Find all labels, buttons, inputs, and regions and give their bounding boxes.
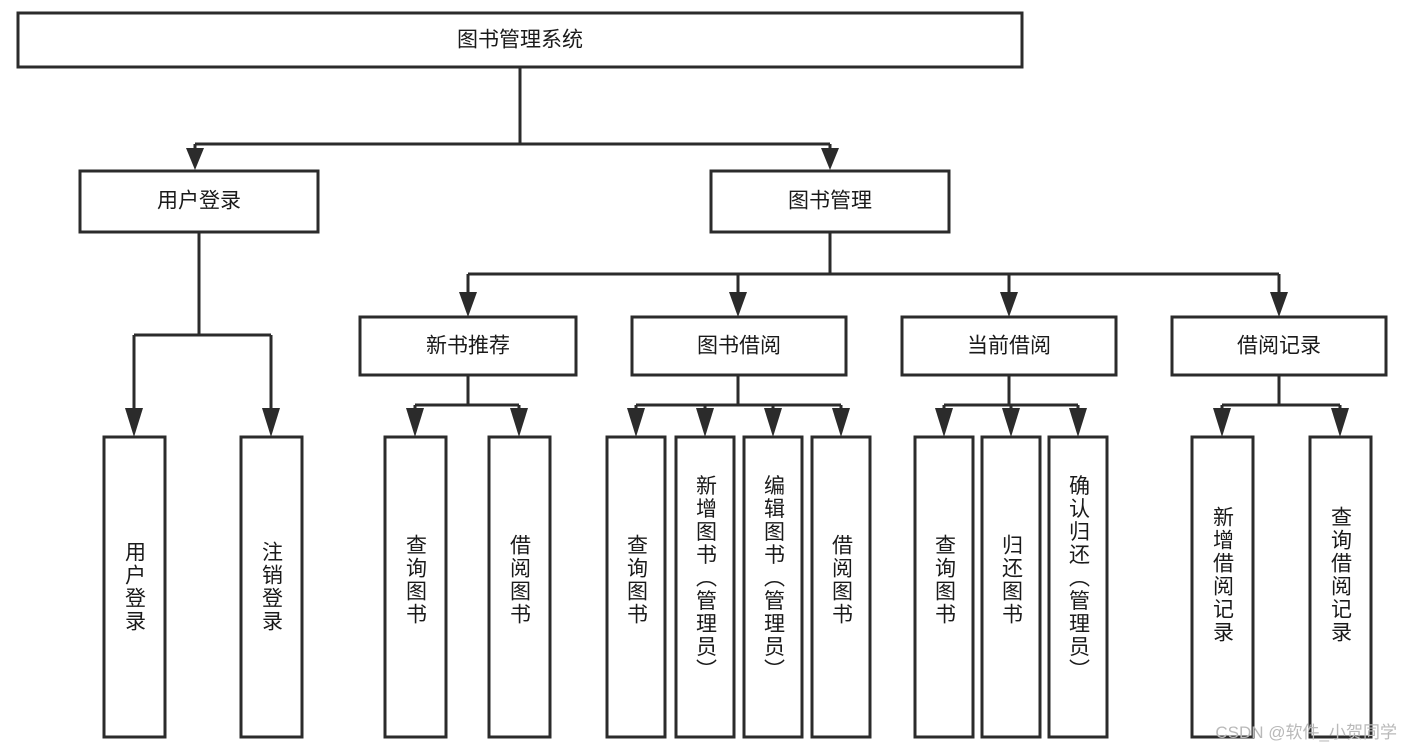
leaf-book-borrow-3-label: 编辑图书（管理员） (762, 475, 786, 682)
arrow-leaf-borrow-1 (627, 408, 645, 437)
node-book-management-box[interactable] (709, 169, 951, 234)
arrow-to-user-login (186, 148, 204, 170)
node-root-box[interactable] (16, 11, 1024, 69)
arrow-leaf-borrow-3 (764, 408, 782, 437)
leaf-book-borrow-2-label: 新增图书（管理员） (694, 475, 718, 682)
leaf-user-login-1-label: 用户登录 (123, 541, 147, 633)
leaf-new-book-1-label: 查询图书 (404, 534, 428, 626)
leaf-borrow-record-2-label: 查询借阅记录 (1329, 506, 1353, 644)
leaf-current-borrow-2[interactable]: 归还图书 (980, 435, 1042, 739)
node-book-borrow-label: 图书借阅 (697, 335, 781, 358)
leaf-user-login-2-box[interactable] (239, 435, 304, 739)
node-borrow-record-box[interactable] (1170, 315, 1388, 377)
leaf-current-borrow-1[interactable]: 查询图书 (913, 435, 975, 739)
leaf-book-borrow-4[interactable]: 借阅图书 (810, 435, 872, 739)
leaf-book-borrow-2-box[interactable] (674, 435, 736, 739)
leaf-current-borrow-3-label: 确认归还（管理员） (1067, 475, 1091, 682)
arrow-leaf-record-1 (1213, 408, 1231, 437)
leaf-current-borrow-2-label: 归还图书 (1000, 534, 1024, 626)
arrow-leaf-new-book-2 (510, 408, 528, 437)
node-root[interactable]: 图书管理系统 (16, 11, 1024, 69)
arrow-leaf-current-2 (1002, 408, 1020, 437)
arrow-level3-4 (1270, 292, 1288, 317)
arrow-leaf-borrow-4 (832, 408, 850, 437)
node-borrow-record[interactable]: 借阅记录 (1170, 315, 1388, 377)
leaf-user-login-1[interactable]: 用户登录 (102, 435, 167, 739)
leaf-user-login-2[interactable]: 注销登录 (239, 435, 304, 739)
arrow-leaf-user-login-1 (125, 408, 143, 437)
leaf-current-borrow-3-box[interactable] (1047, 435, 1109, 739)
leaf-borrow-record-1-label: 新增借阅记录 (1211, 506, 1235, 644)
leaf-borrow-record-2[interactable]: 查询借阅记录 (1308, 435, 1373, 739)
leaf-book-borrow-4-box[interactable] (810, 435, 872, 739)
leaf-user-login-2-label: 注销登录 (260, 541, 284, 633)
connector-layer (125, 67, 1349, 437)
node-root-label: 图书管理系统 (457, 29, 583, 52)
leaf-book-borrow-1[interactable]: 查询图书 (605, 435, 667, 739)
leaf-new-book-2[interactable]: 借阅图书 (487, 435, 552, 739)
arrow-leaf-record-2 (1331, 408, 1349, 437)
leaf-book-borrow-3-box[interactable] (742, 435, 804, 739)
arrow-leaf-current-3 (1069, 408, 1087, 437)
leaf-borrow-record-1-box[interactable] (1190, 435, 1255, 739)
node-new-book-recommend[interactable]: 新书推荐 (358, 315, 578, 377)
leaf-new-book-2-box[interactable] (487, 435, 552, 739)
node-user-login-box[interactable] (78, 169, 320, 234)
node-borrow-record-label: 借阅记录 (1237, 335, 1321, 358)
arrow-leaf-user-login-2 (262, 408, 280, 437)
node-book-borrow[interactable]: 图书借阅 (630, 315, 848, 377)
arrow-to-book-mgmt (821, 148, 839, 170)
arrow-leaf-borrow-2 (696, 408, 714, 437)
node-new-book-recommend-label: 新书推荐 (426, 335, 510, 358)
node-book-borrow-box[interactable] (630, 315, 848, 377)
leaf-new-book-1-box[interactable] (383, 435, 448, 739)
leaf-book-borrow-2[interactable]: 新增图书（管理员） (674, 435, 736, 739)
leaf-new-book-1[interactable]: 查询图书 (383, 435, 448, 739)
leaf-new-book-2-label: 借阅图书 (508, 534, 532, 626)
node-user-login-label: 用户登录 (157, 190, 241, 213)
arrow-level3-2 (729, 292, 747, 317)
arrow-level3-3 (1000, 292, 1018, 317)
leaf-user-login-1-box[interactable] (102, 435, 167, 739)
arrow-level3-1 (459, 292, 477, 317)
leaf-book-borrow-4-label: 借阅图书 (830, 534, 854, 626)
leaf-current-borrow-1-box[interactable] (913, 435, 975, 739)
leaf-current-borrow-3[interactable]: 确认归还（管理员） (1047, 435, 1109, 739)
node-new-book-recommend-box[interactable] (358, 315, 578, 377)
node-user-login[interactable]: 用户登录 (78, 169, 320, 234)
leaf-book-borrow-3[interactable]: 编辑图书（管理员） (742, 435, 804, 739)
node-book-management[interactable]: 图书管理 (709, 169, 951, 234)
leaf-book-borrow-1-label: 查询图书 (625, 534, 649, 626)
leaf-current-borrow-1-label: 查询图书 (933, 534, 957, 626)
node-book-management-label: 图书管理 (788, 190, 872, 213)
node-current-borrow-label: 当前借阅 (967, 335, 1051, 358)
leaf-borrow-record-2-box[interactable] (1308, 435, 1373, 739)
node-current-borrow-box[interactable] (900, 315, 1118, 377)
leaf-book-borrow-1-box[interactable] (605, 435, 667, 739)
leaf-borrow-record-1[interactable]: 新增借阅记录 (1190, 435, 1255, 739)
arrow-leaf-new-book-1 (406, 408, 424, 437)
arrow-leaf-current-1 (935, 408, 953, 437)
node-current-borrow[interactable]: 当前借阅 (900, 315, 1118, 377)
leaf-current-borrow-2-box[interactable] (980, 435, 1042, 739)
